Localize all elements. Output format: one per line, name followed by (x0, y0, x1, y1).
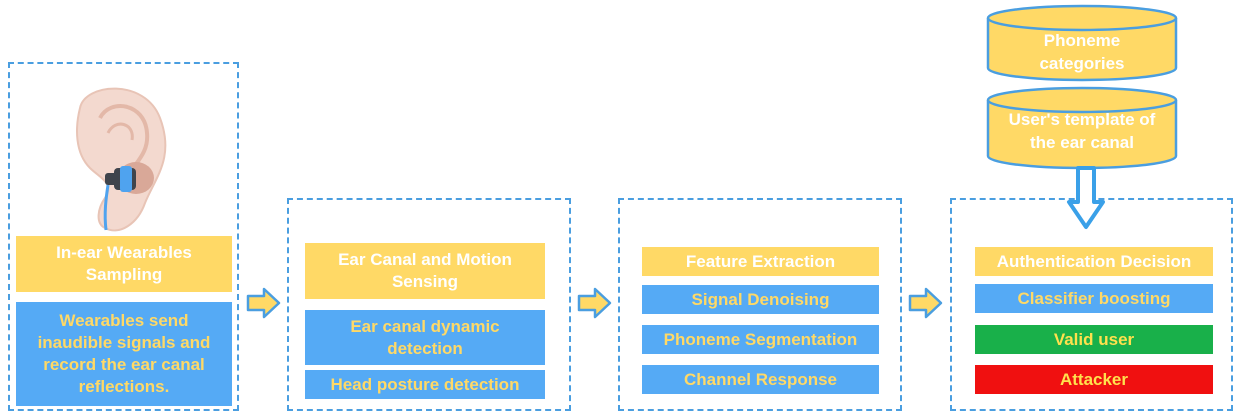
sensing-item-ear-canal: Ear canal dynamic detection (305, 310, 545, 365)
arrow-right-icon (577, 287, 612, 319)
phoneme-database-label: Phoneme categories (1039, 31, 1125, 73)
decision-valid-user: Valid user (975, 325, 1213, 354)
stage-feature-group (618, 198, 902, 411)
template-database-label: User's template of the ear canal (1008, 110, 1156, 152)
sampling-description: Wearables send inaudible signals and rec… (16, 302, 232, 406)
arrow-down-icon (1067, 166, 1105, 229)
feature-item-channel-response: Channel Response (642, 365, 879, 394)
arrow-right-icon (908, 287, 943, 319)
decision-attacker: Attacker (975, 365, 1213, 394)
decision-title: Authentication Decision (975, 247, 1213, 276)
decision-classifier: Classifier boosting (975, 284, 1213, 313)
sensing-title: Ear Canal and Motion Sensing (305, 243, 545, 299)
sensing-item-head-posture: Head posture detection (305, 370, 545, 399)
sampling-title: In-ear Wearables Sampling (16, 236, 232, 292)
feature-item-denoising: Signal Denoising (642, 285, 879, 314)
stage-sampling-group (8, 62, 239, 411)
stage-sensing-group (287, 198, 571, 411)
feature-item-segmentation: Phoneme Segmentation (642, 325, 879, 354)
phoneme-database-icon (986, 4, 1178, 82)
arrow-right-icon (246, 287, 281, 319)
ear-with-earbud-icon (76, 87, 167, 232)
feature-title: Feature Extraction (642, 247, 879, 276)
